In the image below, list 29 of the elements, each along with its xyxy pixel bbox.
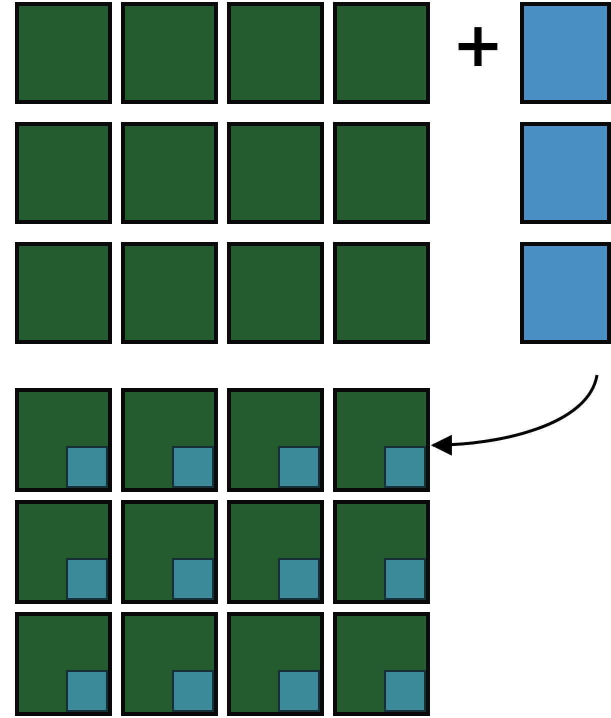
square-tile: [520, 242, 611, 344]
square-tile: [333, 2, 430, 104]
square-tile: [121, 242, 218, 344]
square-tile: [121, 122, 218, 224]
square-tile: [227, 242, 324, 344]
combined-square-tile: [227, 612, 324, 716]
square-tile: [227, 122, 324, 224]
curved-arrow: [430, 374, 598, 456]
combined-square-tile: [333, 388, 430, 492]
combined-square-tile: [121, 500, 218, 604]
combined-square-tile: [333, 500, 430, 604]
square-tile: [15, 122, 112, 224]
square-tile: [520, 122, 611, 224]
combined-square-tile: [121, 612, 218, 716]
square-tile: [333, 122, 430, 224]
square-tile: [227, 2, 324, 104]
square-tile: [15, 2, 112, 104]
square-tile: [121, 2, 218, 104]
square-tile: [15, 242, 112, 344]
square-tile: [333, 242, 430, 344]
square-tile: [520, 2, 611, 104]
combined-square-tile: [15, 500, 112, 604]
combined-square-tile: [15, 388, 112, 492]
combined-square-tile: [227, 500, 324, 604]
combined-square-tile: [227, 388, 324, 492]
combined-square-tile: [121, 388, 218, 492]
combined-square-tile: [333, 612, 430, 716]
plus-sign: +: [452, 14, 504, 76]
combined-square-tile: [15, 612, 112, 716]
